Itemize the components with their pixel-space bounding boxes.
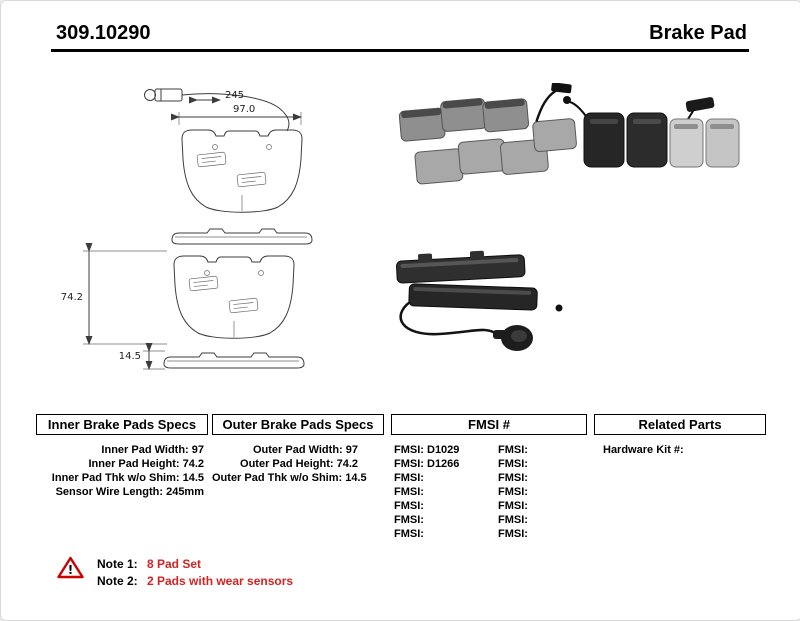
fmsi-column-1: FMSI: D1029 FMSI: D1266 FMSI: FMSI: FMSI…	[394, 443, 459, 541]
fmsi-row: FMSI:	[498, 458, 528, 470]
technical-drawing: 245 97.0	[61, 88, 313, 370]
fmsi-row: FMSI: D1266	[394, 458, 460, 470]
related-parts-header: Related Parts	[594, 414, 766, 435]
spec-row: Inner Pad Height: 74.2	[88, 458, 204, 470]
warning-icon: !	[57, 556, 84, 579]
header-rule	[51, 49, 749, 52]
inner-specs-header: Inner Brake Pads Specs	[36, 414, 208, 435]
spec-row: Outer Pad Height: 74.2	[240, 458, 358, 470]
pad-edge-view-2	[163, 352, 305, 369]
inner-specs-column: Inner Pad Width: 97 Inner Pad Height: 74…	[36, 443, 204, 499]
outer-specs-column: Outer Pad Width: 97 Outer Pad Height: 74…	[212, 443, 367, 485]
photo-pad-set	[398, 83, 577, 185]
pad-front-view-2	[173, 255, 295, 339]
related-parts-column: Hardware Kit #:	[603, 443, 684, 457]
fmsi-row: FMSI:	[498, 444, 528, 456]
photo-pad-sensor	[396, 250, 563, 351]
spec-row: Outer Pad Thk w/o Shim: 14.5	[212, 472, 367, 484]
sensor-connector-drawing	[144, 88, 290, 132]
spec-row: Hardware Kit #:	[603, 444, 684, 456]
note-1-label: Note 1:	[97, 557, 138, 571]
fmsi-header: FMSI #	[391, 414, 587, 435]
dim-pad-width: 97.0	[233, 104, 255, 115]
fmsi-row: FMSI:	[394, 514, 424, 526]
fmsi-row: FMSI:	[394, 500, 424, 512]
dim-pad-thickness: 14.5	[119, 351, 141, 362]
note-1-text: 8 Pad Set	[147, 557, 202, 571]
fmsi-row: FMSI:	[498, 500, 528, 512]
photo-pads-light	[669, 97, 740, 168]
svg-text:!: !	[68, 563, 73, 577]
fmsi-row: FMSI:	[394, 472, 424, 484]
outer-specs-header: Outer Brake Pads Specs	[212, 414, 384, 435]
pad-front-view-1	[181, 129, 303, 213]
pad-edge-view-1	[171, 228, 313, 245]
fmsi-row: FMSI:	[498, 514, 528, 526]
spec-row: Inner Pad Thk w/o Shim: 14.5	[51, 472, 204, 484]
fmsi-row: FMSI:	[498, 486, 528, 498]
fmsi-row: FMSI:	[498, 472, 528, 484]
note-1: Note 1: 8 Pad Set	[97, 557, 201, 571]
fmsi-row: FMSI:	[394, 528, 424, 540]
note-2: Note 2: 2 Pads with wear sensors	[97, 574, 293, 588]
product-photos-top	[398, 83, 740, 185]
page-title: Brake Pad	[649, 22, 747, 44]
fmsi-row: FMSI: D1029	[394, 444, 460, 456]
fmsi-column-2: FMSI: FMSI: FMSI: FMSI: FMSI: FMSI: FMSI…	[498, 443, 528, 541]
note-2-label: Note 2:	[97, 574, 138, 588]
fmsi-row: FMSI:	[394, 486, 424, 498]
spec-row: Inner Pad Width: 97	[101, 444, 204, 456]
spec-row: Sensor Wire Length: 245mm	[55, 486, 204, 498]
spec-row: Outer Pad Width: 97	[252, 444, 358, 456]
fmsi-row: FMSI:	[498, 528, 528, 540]
dim-sensor-wire-length: 245	[225, 90, 244, 101]
dim-pad-height: 74.2	[61, 292, 83, 303]
note-2-text: 2 Pads with wear sensors	[147, 574, 294, 588]
part-number: 309.10290	[56, 22, 151, 44]
photo-pads-dark	[563, 96, 668, 168]
